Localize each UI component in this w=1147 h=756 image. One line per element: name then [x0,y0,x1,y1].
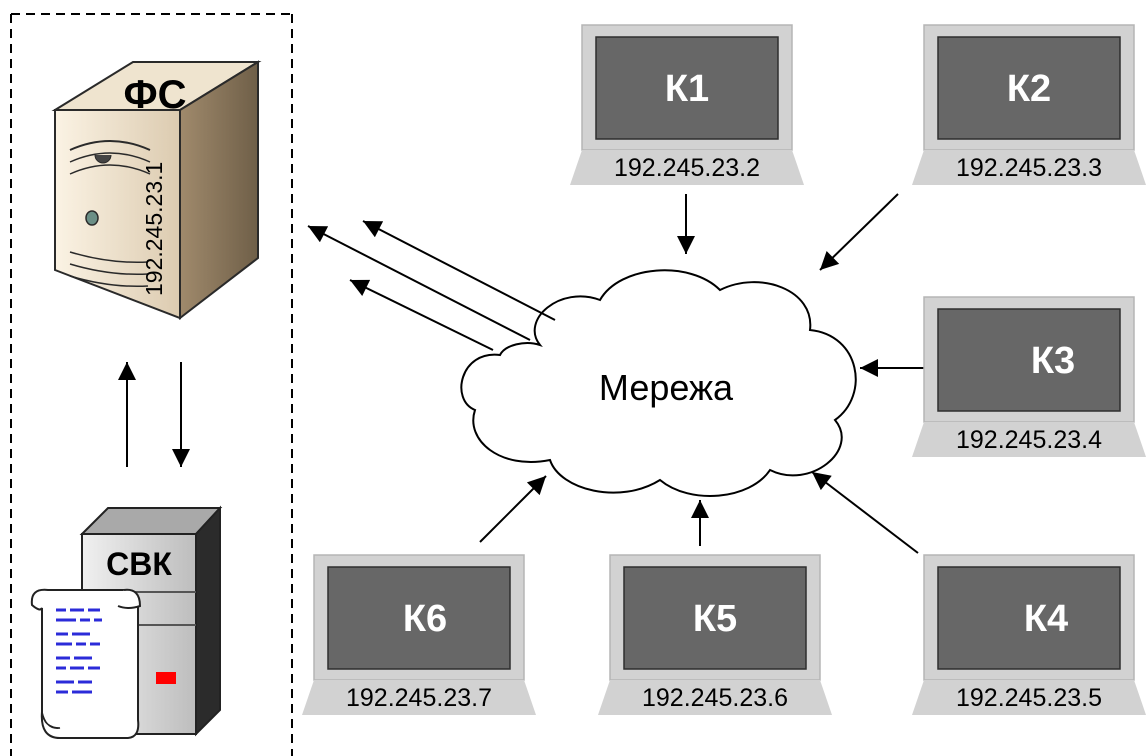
computer-k6-label: К6 [403,598,447,640]
arrow-k4-to-cloud [811,471,919,554]
arrow-cloud-to-server-2 [362,220,556,321]
arrow-k2-to-cloud [819,193,899,271]
computer-k6-ip: 192.245.23.7 [346,684,492,712]
computer-k1-label: К1 [665,68,709,110]
network-label: Мережа [599,367,734,408]
power-led-icon [85,210,99,226]
computer-k6: К6 192.245.23.7 [302,554,536,715]
network-cloud: Мережа [460,269,857,497]
computer-k5: К5 192.245.23.6 [598,554,832,715]
computer-k1-ip: 192.245.23.2 [614,154,760,182]
computer-k2-ip: 192.245.23.3 [956,154,1102,182]
monitor-label: СВК [106,546,172,582]
arrow-cloud-to-server-3 [349,279,494,351]
status-indicator-icon [156,672,176,684]
protected-zone-border [10,13,293,756]
computer-k3-ip: 192.245.23.4 [956,426,1102,454]
computer-k3-label: К3 [1031,340,1075,382]
arrow-k6-to-cloud [479,475,547,543]
file-server: ФС 192.245.23.1 [51,60,262,321]
file-server-label: ФС [123,73,186,117]
log-scroll-icon [30,588,142,739]
computer-k5-label: К5 [693,598,737,640]
computer-k3: К3 192.245.23.4 [912,296,1146,457]
computer-k4-ip: 192.245.23.5 [956,684,1102,712]
computer-k5-ip: 192.245.23.6 [642,684,788,712]
computer-k4: К4 192.245.23.5 [912,554,1146,715]
computer-k2: К2 192.245.23.3 [912,24,1146,185]
computer-k4-label: К4 [1024,598,1068,640]
computer-k1: К1 192.245.23.2 [570,24,804,185]
file-server-ip: 192.245.23.1 [141,162,167,296]
arrow-cloud-to-server-1 [307,225,531,341]
computer-k2-label: К2 [1007,68,1051,110]
